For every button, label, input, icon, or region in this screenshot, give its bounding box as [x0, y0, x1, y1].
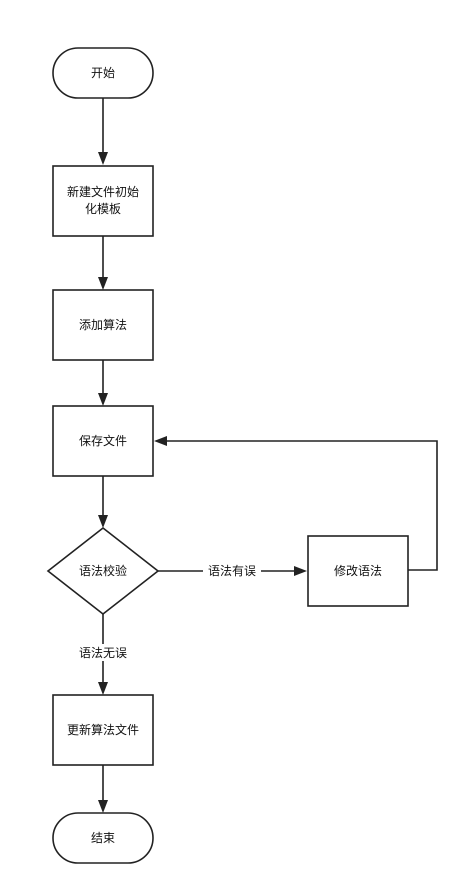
save-file-label: 保存文件 — [79, 433, 127, 448]
init-template-box — [52, 165, 154, 237]
node-init-template: 新建文件初始 化模板 — [52, 165, 154, 237]
start-label: 开始 — [91, 66, 115, 80]
node-modify-syntax: 修改语法 — [307, 535, 409, 607]
arrowhead-save-loop — [154, 436, 167, 446]
node-start: 开始 — [52, 47, 154, 99]
syntax-check-label: 语法校验 — [79, 563, 127, 578]
arrowhead-update — [98, 682, 108, 695]
arrowhead-save — [98, 393, 108, 406]
init-template-label-line2: 化模板 — [85, 202, 121, 216]
syntax-check-diamond — [46, 526, 160, 616]
node-end: 结束 — [52, 812, 154, 864]
arrowhead-check — [98, 515, 108, 528]
label-bg-no-error — [74, 644, 132, 661]
end-label: 结束 — [91, 831, 115, 845]
arrowhead-init — [98, 152, 108, 165]
init-template-label-line1: 新建文件初始 — [67, 184, 139, 199]
label-bg-has-error — [203, 562, 261, 579]
arrowhead-end — [98, 800, 108, 813]
update-file-box — [52, 694, 154, 766]
add-algorithm-box — [52, 289, 154, 361]
node-add-algorithm: 添加算法 — [52, 289, 154, 361]
edges: 语法有误 语法无误 — [74, 98, 438, 813]
edge-label-no-error: 语法无误 — [79, 646, 127, 660]
start-terminal-shape — [52, 47, 154, 99]
arrowhead-add — [98, 277, 108, 290]
end-terminal-shape — [52, 812, 154, 864]
nodes: 开始 新建文件初始 化模板 添加算法 保存文件 语法校验 修改语法 — [46, 47, 409, 864]
node-syntax-check: 语法校验 — [46, 526, 160, 616]
save-file-box — [52, 405, 154, 477]
edge-label-has-error: 语法有误 — [208, 564, 256, 578]
modify-syntax-box — [307, 535, 409, 607]
add-algorithm-label: 添加算法 — [79, 317, 127, 332]
node-save-file: 保存文件 — [52, 405, 154, 477]
arrowhead-modify — [294, 566, 307, 576]
node-update-file: 更新算法文件 — [52, 694, 154, 766]
update-file-label: 更新算法文件 — [67, 722, 139, 737]
edge-modify-to-save — [167, 440, 438, 571]
modify-syntax-label: 修改语法 — [334, 563, 382, 578]
